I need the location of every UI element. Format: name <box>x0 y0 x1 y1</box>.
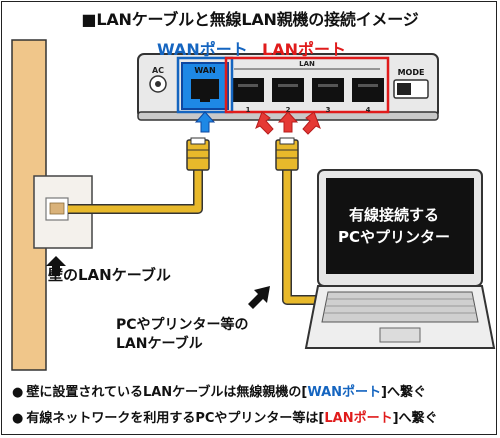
mode-label: MODE <box>398 68 425 77</box>
wan-port-callout: WANポート <box>157 40 248 59</box>
pc-cable-label-line2: LANケーブル <box>116 336 203 352</box>
lan-highlight-box <box>224 56 390 114</box>
wall-up-arrow-icon <box>46 256 66 276</box>
touchpad <box>379 327 421 343</box>
port-number-3: 3 <box>326 106 331 114</box>
note-wan: ●壁に設置されているLANケーブルは無線親機の[WANポート]へ繋ぐ <box>12 381 426 400</box>
port-number-4: 4 <box>366 106 371 114</box>
note-wan-text-before: 壁に設置されているLANケーブルは無線親機の[ <box>26 385 308 400</box>
note-lan: ●有線ネットワークを利用するPCやプリンター等は[LANポート]へ繋ぐ <box>12 407 438 426</box>
lan-port-4 <box>352 78 384 102</box>
wall-cable-label: 壁のLANケーブル <box>48 266 171 284</box>
pc-cable-diagonal-arrow-icon <box>248 286 270 309</box>
laptop-screen-label: 有線接続する PCやプリンター <box>328 204 460 248</box>
pc-cable-label-line1: PCやプリンター等の <box>116 317 249 333</box>
bullet-icon: ● <box>12 411 24 426</box>
laptop <box>304 169 496 349</box>
router <box>137 53 439 121</box>
lan-bracket-label: LAN <box>299 60 315 68</box>
note-wan-text-after: ]へ繋ぐ <box>381 385 426 400</box>
lan-port-callout: LANポート <box>262 40 346 59</box>
ac-label: AC <box>152 66 164 75</box>
pc-cable-label: PCやプリンター等の LANケーブル <box>116 316 249 354</box>
lan-port-3 <box>312 78 344 102</box>
note-wan-highlight: WANポート <box>307 385 382 400</box>
note-lan-text-before: 有線ネットワークを利用するPCやプリンター等は[ <box>26 411 325 426</box>
wan-cable-plug <box>186 137 210 171</box>
lan-left-arrow-icon <box>255 111 274 135</box>
note-lan-highlight: LANポート <box>324 411 393 426</box>
screen-label-line2: PCやプリンター <box>337 228 450 246</box>
lan-up-arrow-icon <box>277 111 299 133</box>
wan-port-label: WAN <box>194 66 215 75</box>
page-title: ■LANケーブルと無線LAN親機の接続イメージ <box>81 10 419 29</box>
bullet-icon: ● <box>12 385 24 400</box>
note-lan-text-after: ]へ繋ぐ <box>392 411 438 426</box>
laptop-screen <box>326 178 474 274</box>
port-number-1: 1 <box>246 106 251 114</box>
lan-right-arrow-icon <box>302 111 321 135</box>
lan-port-2 <box>272 78 304 102</box>
wall-lan-cable <box>68 168 202 213</box>
lan-cable-plug <box>275 137 299 171</box>
screen-label-line1: 有線接続する <box>348 206 439 224</box>
lan-port-1 <box>232 78 264 102</box>
wan-up-arrow-icon <box>194 111 216 133</box>
port-number-2: 2 <box>286 106 291 114</box>
